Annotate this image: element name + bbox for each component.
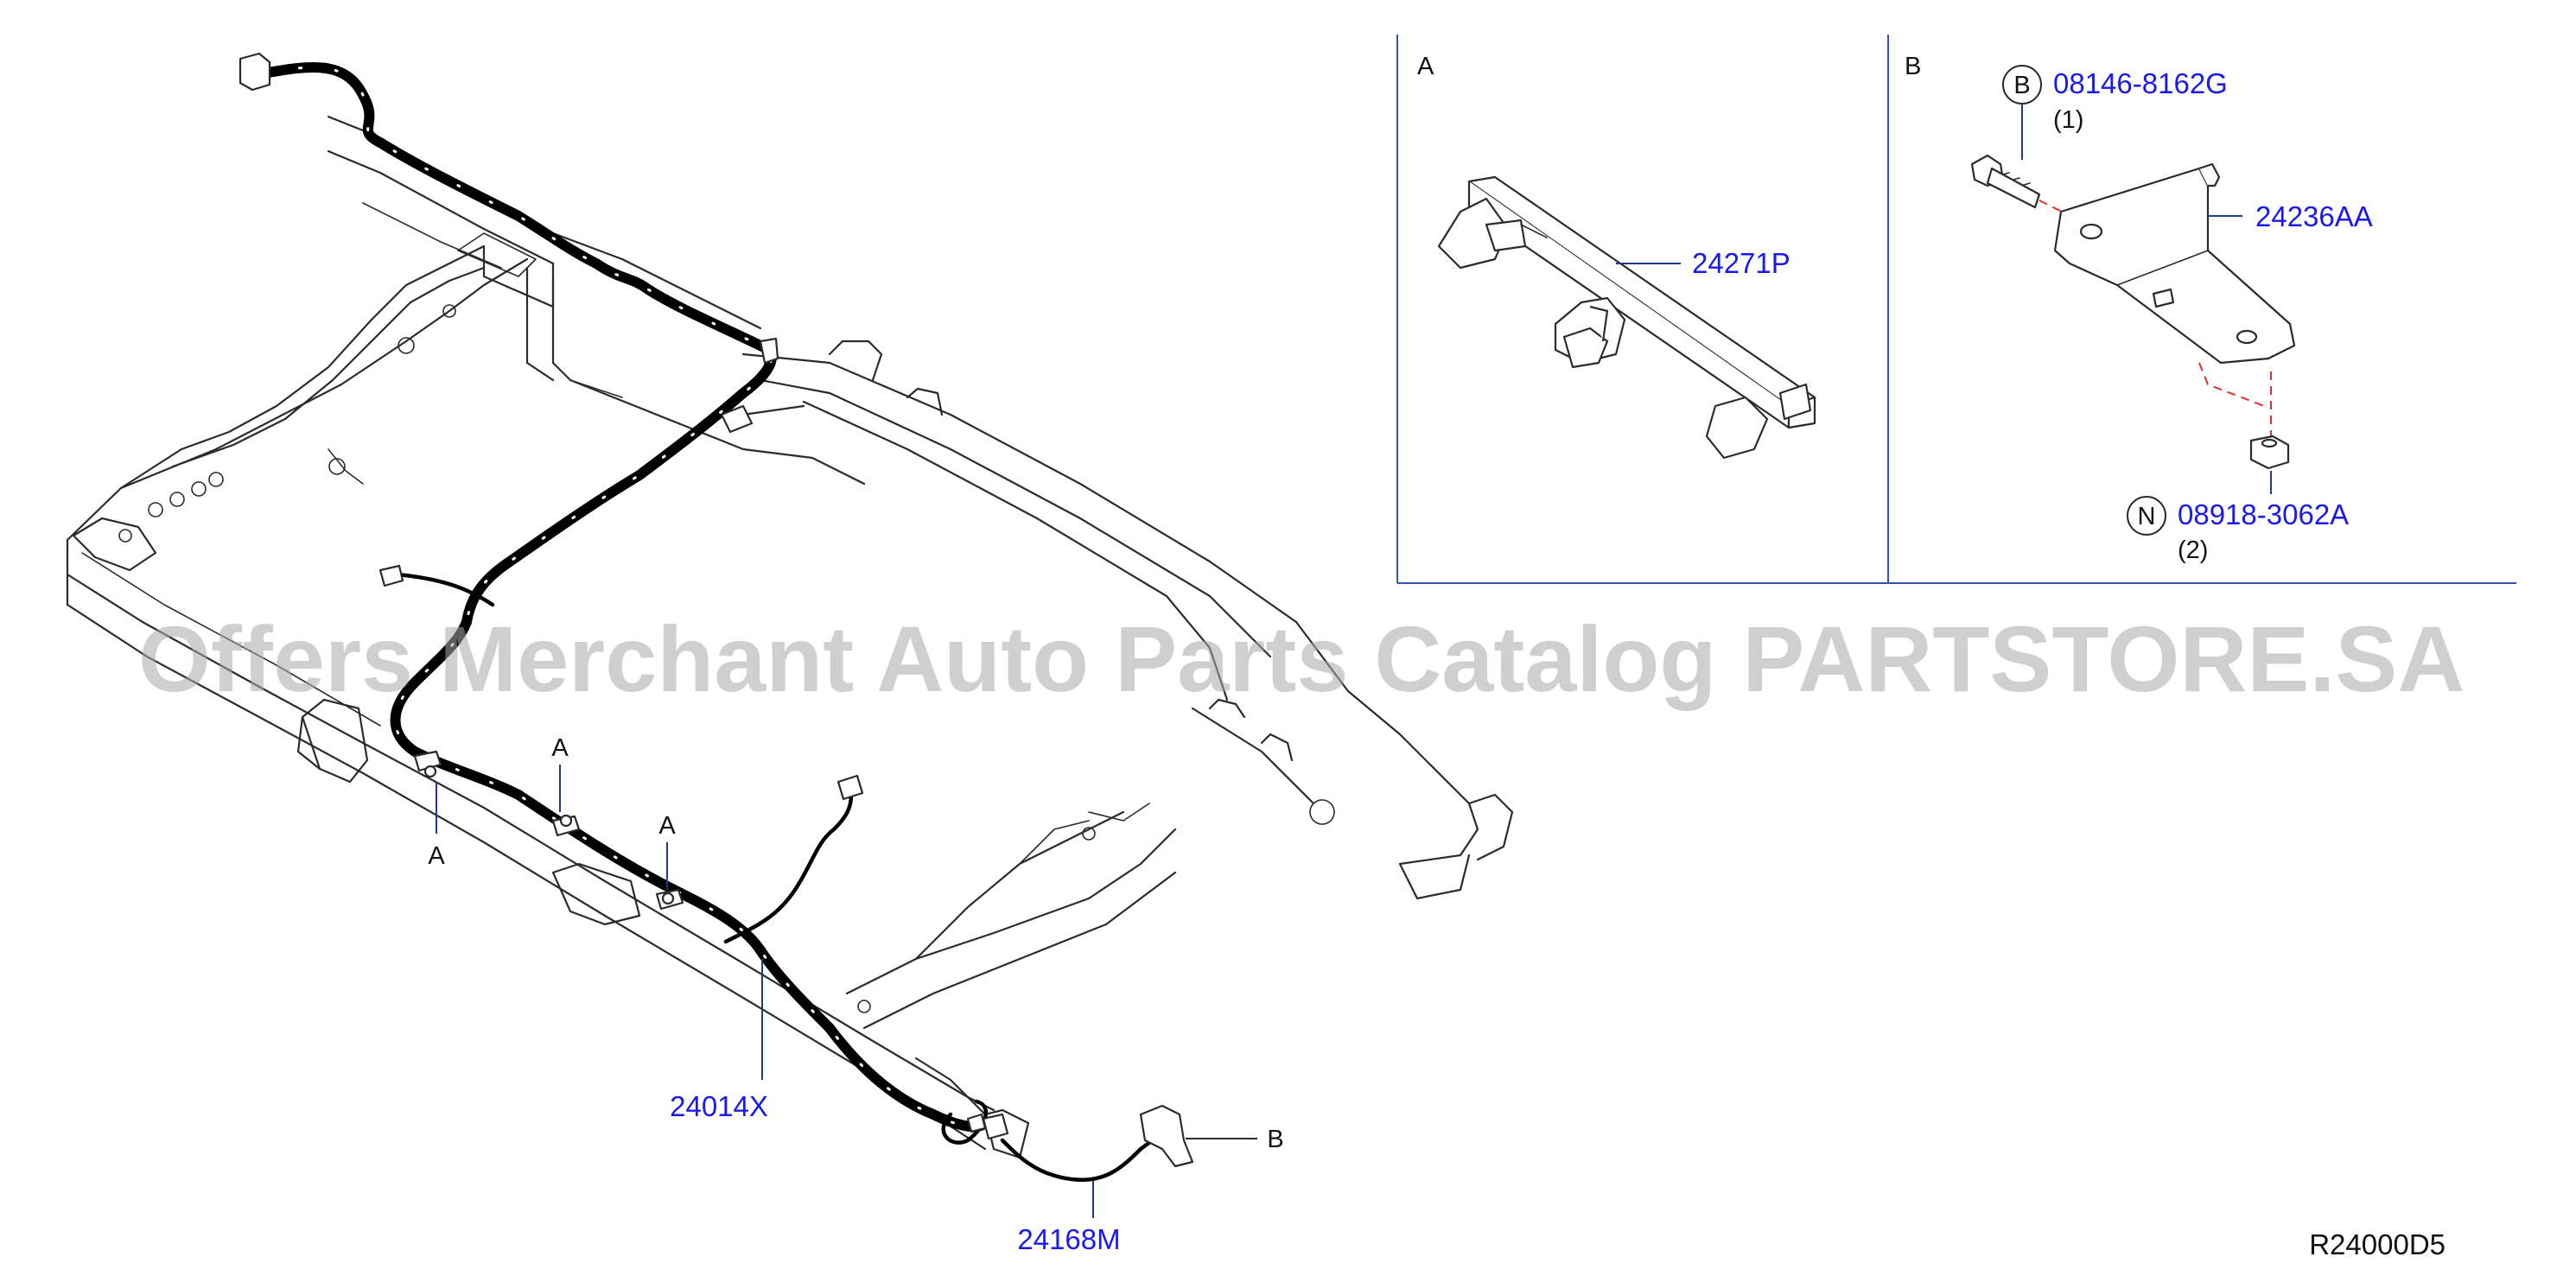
detail-panels (1396, 35, 2516, 584)
detail-b-title: B (1905, 53, 1921, 80)
marker-a-3: A (658, 812, 676, 840)
wiring-harness (239, 52, 1194, 1183)
marker-a-1: A (428, 842, 445, 870)
vehicle-frame-drawing (66, 115, 1514, 1159)
detail-b: B B 08146-8162G (1) 24236AA N 08918-3062… (1905, 53, 2373, 564)
callout-24168m[interactable]: 24168M (1017, 1223, 1120, 1255)
part-24236aa[interactable]: 24236AA (2255, 200, 2373, 232)
marker-b: B (1267, 1126, 1283, 1153)
qty-08146-8162g: (1) (2053, 106, 2083, 134)
qty-08918-3062a: (2) (2178, 536, 2208, 564)
symbol-n-circle (2127, 496, 2166, 536)
symbol-n-letter: N (2138, 503, 2156, 530)
detail-a-title: A (1417, 53, 1434, 80)
part-24271p[interactable]: 24271P (1692, 247, 1790, 279)
diagram-code: R24000D5 (2309, 1228, 2446, 1260)
symbol-b-letter: B (2013, 72, 2030, 99)
callout-24014x[interactable]: 24014X (670, 1090, 768, 1122)
detail-a: A 24271P (1417, 53, 1816, 460)
main-view-callouts: A A A 24014X 24168M B (428, 734, 1283, 1255)
part-08918-3062a[interactable]: 08918-3062A (2178, 498, 2349, 530)
marker-a-2: A (551, 734, 569, 762)
watermark-text: Offers Merchant Auto Parts Catalog PARTS… (138, 606, 2465, 711)
part-08146-8162g[interactable]: 08146-8162G (2053, 67, 2228, 99)
